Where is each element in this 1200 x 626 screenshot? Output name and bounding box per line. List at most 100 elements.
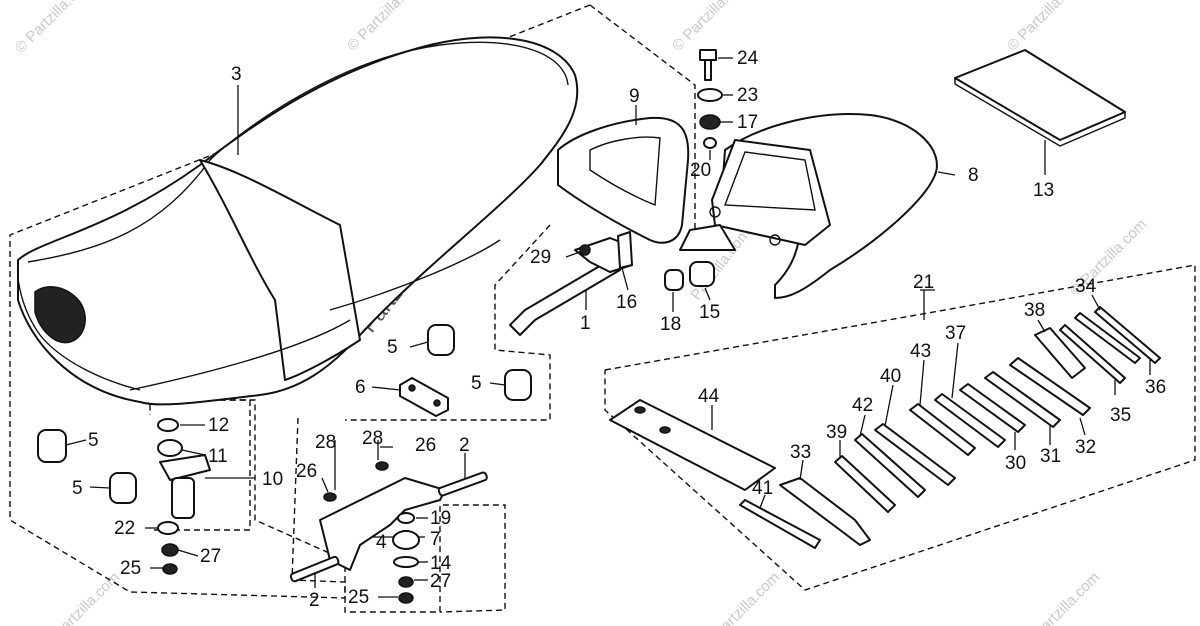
cowl-fastener-stack[interactable] [697,49,723,149]
callout-33: 33 [790,442,811,463]
seat-cowl-window [724,151,816,211]
tool-kit[interactable] [609,306,1161,549]
callout-23: 23 [737,85,758,106]
plate-6 [399,377,449,417]
callout-5-c: 5 [88,430,99,451]
screwdriver-36 [1094,306,1161,364]
latch-group-outline [345,224,551,421]
grommet-17 [699,114,721,130]
seat-cover-outline [589,4,696,250]
wrench-43 [909,403,976,456]
owners-manual[interactable] [954,49,1126,147]
washer-14 [393,556,419,568]
grab-pad[interactable] [557,116,690,244]
seat-lock-assembly[interactable] [509,231,633,336]
nut-27-b [398,576,414,588]
seat-cowl-panel [711,139,831,246]
callout-17: 17 [737,112,758,133]
callout-5-a: 5 [387,337,398,358]
callout-19: 19 [430,508,451,529]
callout-8: 8 [968,165,979,186]
callout-36: 36 [1145,377,1166,398]
seat-rubber-cushions[interactable] [37,324,532,504]
tool-bag-snap-2 [659,426,671,434]
callout-28-b: 28 [362,428,383,449]
callout-7: 7 [430,529,441,550]
wrench-41 [739,499,821,549]
callout-12: 12 [208,415,229,436]
bushing-15 [689,261,715,287]
tool-bag-44 [609,399,776,491]
callout-10: 10 [262,469,283,490]
callout-42: 42 [852,395,873,416]
bushing-18 [664,269,684,291]
callout-40: 40 [880,366,901,387]
leader-lines [65,57,1151,598]
seat-welt [27,41,569,263]
callout-14: 14 [430,553,452,574]
nut-25-b [398,592,414,604]
callout-26-a: 26 [296,461,317,482]
callout-31: 31 [1040,446,1061,467]
callout-20: 20 [690,160,711,181]
callout-2-a: 2 [459,435,470,456]
manual-cover [954,49,1126,141]
seat-cowl[interactable] [679,113,938,299]
callout-4: 4 [376,532,387,553]
seat[interactable] [16,36,579,406]
seat-plate[interactable] [399,377,449,417]
seat-front-edge [16,261,141,391]
nut-12 [157,418,179,432]
callout-41: 41 [752,478,773,499]
plate-hole-1 [408,384,416,392]
wrench-32 [1009,357,1091,416]
wrench-37 [934,393,1006,448]
cushion-5-c [37,429,67,463]
tool-bag-snap-1 [634,406,646,414]
callout-13: 13 [1033,180,1054,201]
seat-cowl-hole-2 [769,234,781,246]
grab-pad-body [557,116,690,244]
callout-18: 18 [660,314,681,335]
callout-28-a: 28 [315,432,336,453]
watermark-bottom-mid: © Partzilla.com [700,569,783,626]
callout-25-b: 25 [348,587,369,608]
callout-27-b: 27 [430,571,451,592]
bracket-group-outline [291,417,506,613]
callout-32: 32 [1075,437,1096,458]
nut-27 [161,543,179,557]
seat-lower-edge [129,239,501,391]
bolt-2-left [289,555,340,583]
manual-edge [954,78,1126,147]
callout-15: 15 [699,302,720,323]
washer-22 [157,521,179,535]
seat-mount-bracket[interactable] [289,461,488,604]
callout-3: 3 [231,64,242,85]
callout-5-d: 5 [72,478,83,499]
callout-22: 22 [114,518,135,539]
seat-cowl-tab [679,224,736,251]
grab-pad-opening [589,136,661,207]
seat-lock-pin [579,244,591,256]
plate-hole-2 [433,399,441,407]
callout-38: 38 [1024,300,1045,321]
bolt-2-right [437,471,488,497]
watermark-top-right: © Partzilla.com [1004,0,1087,55]
callout-24: 24 [737,48,759,69]
bolt-24-shank [704,59,712,81]
cowl-bushings[interactable] [664,261,715,291]
tool-kit-outline [604,264,1196,591]
callout-30: 30 [1005,453,1026,474]
watermark-top-left: © Partzilla.com [12,0,95,57]
callout-34: 34 [1075,276,1097,297]
screwdriver-34 [1074,312,1141,364]
grommet-26-left [323,492,337,502]
callout-16: 16 [616,292,637,313]
seat-damper[interactable] [157,418,211,575]
nut-25 [162,563,178,575]
callout-37: 37 [945,323,966,344]
seat-lock-cable [509,259,621,336]
wrench-31 [984,371,1061,428]
cushion-5-d [109,472,137,504]
